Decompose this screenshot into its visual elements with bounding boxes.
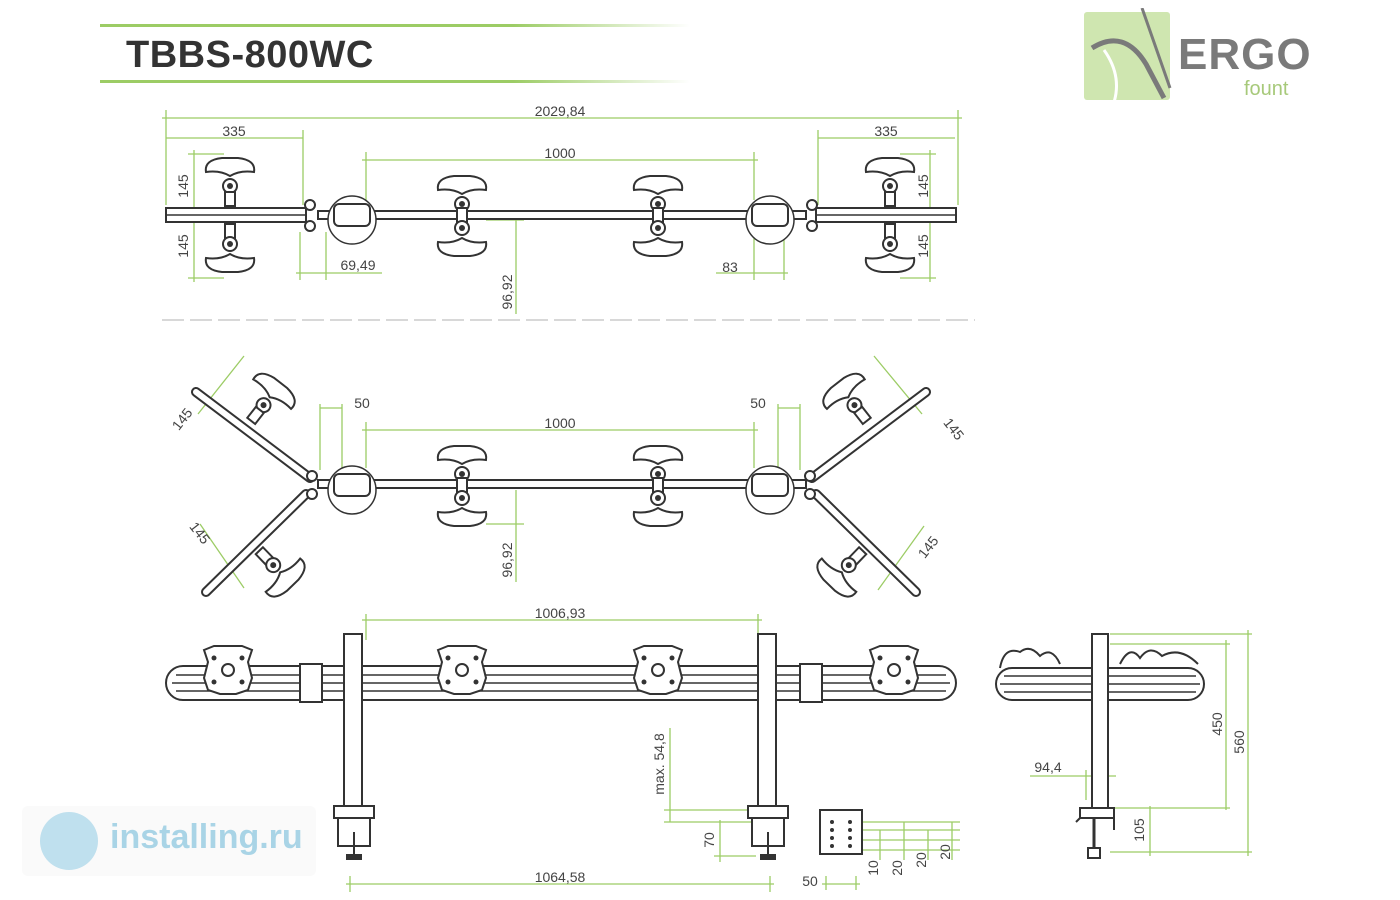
angled-view: 50 50 1000 145 145 145 145 96,92 [169, 355, 968, 604]
logo-brand: ERGO [1178, 30, 1312, 79]
angled-bar-assembly [191, 367, 931, 604]
logo-sub: fount [1244, 78, 1289, 100]
dim-clamp-height: 70 [701, 832, 717, 848]
dim-pole-spacing: 1006,93 [535, 605, 586, 621]
logo-mark-icon [1084, 7, 1172, 109]
dim-center-span: 1000 [544, 145, 575, 161]
dim-arm-ul: 145 [169, 405, 196, 433]
top-view: 2029,84 335 335 1000 145 145 145 145 69,… [162, 103, 975, 321]
dim-grommet-b: 20 [889, 860, 905, 876]
dim-arm-ur: 145 [940, 415, 967, 443]
dim-angled-depth: 96,92 [499, 542, 515, 577]
front-view: 1006,93 1064,58 max. 54,8 70 50 10 20 20… [165, 605, 960, 892]
dim-clamp-right: 83 [722, 259, 738, 275]
title-rule-top [100, 24, 690, 27]
dim-grommet-width: 50 [802, 873, 818, 889]
dim-angled-center: 1000 [544, 415, 575, 431]
dim-max-desk: max. 54,8 [651, 733, 667, 795]
snowflake-icon [40, 812, 98, 870]
brand-logo [1084, 7, 1304, 118]
top-dimension-labels: 2029,84 335 335 1000 145 145 145 145 69,… [175, 103, 931, 310]
dim-base-spacing: 1064,58 [535, 869, 586, 885]
dim-grommet-c: 20 [913, 852, 929, 868]
dim-total: 2029,84 [535, 103, 586, 119]
dim-grommet-a: 10 [865, 860, 881, 876]
side-dimension-labels: 94,4 450 560 105 [1034, 712, 1247, 842]
side-assembly [995, 633, 1205, 859]
front-dimension-lines [346, 614, 960, 892]
dim-right-span: 335 [874, 123, 898, 139]
dim-base-105: 105 [1131, 818, 1147, 842]
dim-right-lower: 145 [915, 234, 931, 258]
top-dimension-lines [162, 110, 962, 314]
dim-side-offset: 94,4 [1034, 759, 1061, 775]
dim-left-upper: 145 [175, 174, 191, 198]
dim-grommet-d: 20 [937, 844, 953, 860]
dim-left-offset: 50 [354, 395, 370, 411]
side-view: 94,4 450 560 105 [995, 630, 1252, 859]
dim-clamp-left: 69,49 [340, 257, 375, 273]
dim-left-lower: 145 [175, 234, 191, 258]
dim-height-560: 560 [1231, 730, 1247, 754]
top-bar-assembly [165, 157, 957, 273]
title-rule-bottom [100, 80, 690, 83]
dim-right-upper: 145 [915, 174, 931, 198]
front-dimension-labels: 1006,93 1064,58 max. 54,8 70 50 10 20 20… [535, 605, 953, 889]
dim-right-offset: 50 [750, 395, 766, 411]
watermark-text: installing.ru [110, 818, 303, 856]
dim-arm-lr: 145 [915, 533, 942, 561]
dim-depth: 96,92 [499, 274, 515, 309]
front-bar-assembly [165, 633, 957, 860]
grommet-plate [819, 809, 863, 855]
page-title: TBBS-800WC [126, 34, 374, 76]
dim-arm-ll: 145 [186, 519, 213, 547]
dim-height-450: 450 [1209, 712, 1225, 736]
side-dimension-lines [1030, 630, 1252, 856]
dim-left-span: 335 [222, 123, 246, 139]
